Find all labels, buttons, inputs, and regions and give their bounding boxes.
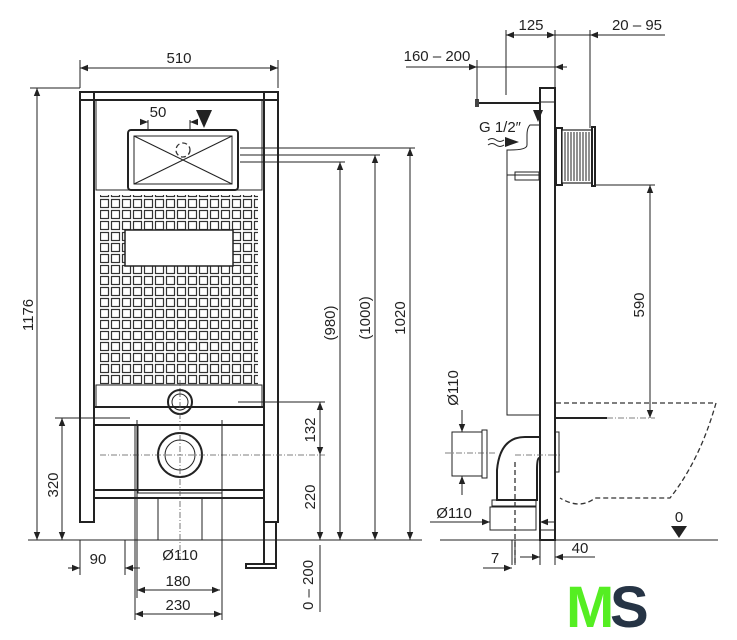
dim-220: 220: [302, 484, 319, 509]
front-dimensions: [30, 60, 415, 620]
dim-180: 180: [165, 573, 190, 590]
dim-40: 40: [572, 540, 589, 557]
dim-1020: 1020: [392, 301, 409, 334]
dim-510: 510: [166, 50, 191, 67]
dim-7: 7: [491, 550, 499, 567]
dim-320: 320: [45, 472, 62, 497]
water-inlet-label: G 1/2″: [479, 119, 522, 136]
logo-letter-s: S: [610, 575, 649, 640]
dim-elbow-110: Ø110: [436, 505, 472, 522]
floor-level-label: 0: [675, 509, 683, 526]
dim-125: 125: [518, 17, 543, 34]
inspection-window: [124, 229, 234, 267]
dim-90: 90: [90, 551, 107, 568]
dim-50: 50: [150, 104, 167, 121]
dim-160-200: 160 – 200: [404, 48, 471, 65]
dim-590: 590: [631, 292, 648, 317]
dim-20-95: 20 – 95: [612, 17, 662, 34]
dim-132: 132: [302, 417, 319, 442]
side-frame: [445, 87, 655, 565]
flush-plate-opening: [127, 129, 239, 191]
ms-logo: M S: [566, 575, 649, 640]
side-dimensions: [406, 30, 687, 572]
front-frame: [79, 91, 325, 569]
logo-letter-m: M: [566, 575, 614, 640]
insulation-pattern: [100, 195, 258, 385]
dim-230: 230: [165, 597, 190, 614]
dim-0-200: 0 – 200: [300, 560, 317, 610]
dim-1176: 1176: [20, 299, 37, 331]
socket-110: [451, 431, 483, 477]
toilet-bowl-outline: [556, 402, 717, 505]
dim-drain-110: Ø110: [162, 547, 198, 564]
drain-elbow: [496, 436, 540, 501]
dim-980: (980): [322, 305, 339, 340]
dim-socket-110: Ø110: [445, 370, 462, 406]
floor-level-marker: [671, 526, 687, 538]
dim-1000: (1000): [357, 296, 374, 339]
water-inlet-arrow: [196, 110, 212, 128]
inlet-arrow: [505, 137, 519, 147]
